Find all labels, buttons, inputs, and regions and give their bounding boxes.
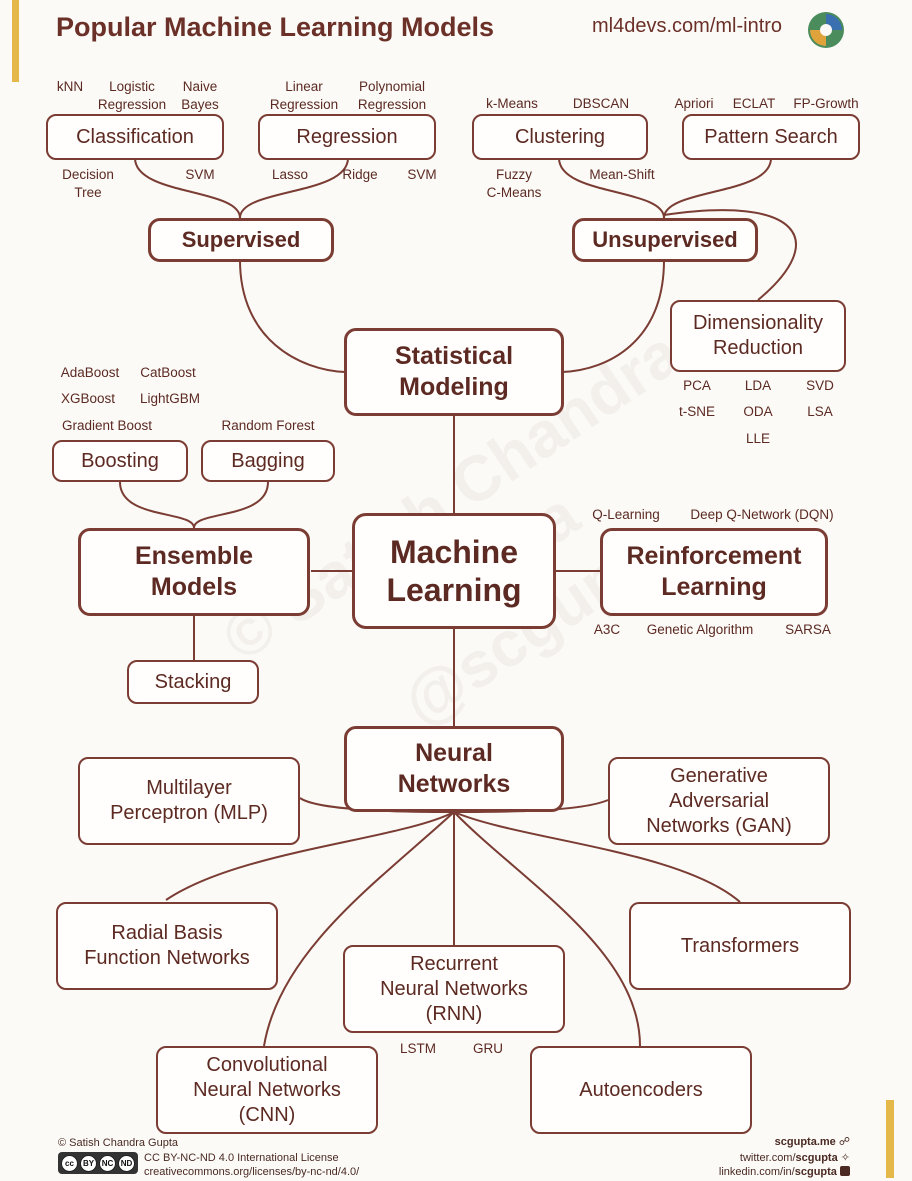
label-fp-growth: FP-Growth	[793, 96, 859, 111]
label-a3c: A3C	[593, 622, 621, 637]
footer-author: © Satish Chandra Gupta	[58, 1137, 179, 1149]
cc-nd-icon: ND	[118, 1154, 135, 1172]
node-gan: Generative Adversarial Networks (GAN)	[608, 757, 830, 845]
label-gradient-boost: Gradient Boost	[61, 418, 153, 433]
label-fuzzy-c-means: Fuzzy C-Means	[486, 167, 542, 200]
linkedin-icon	[840, 1166, 850, 1176]
footer-linkedin-row[interactable]: linkedin.com/in/scgupta	[719, 1164, 850, 1181]
node-neural-networks: Neural Networks	[344, 726, 564, 812]
site-url[interactable]: ml4devs.com/ml-intro	[592, 15, 783, 37]
label-eclat: ECLAT	[732, 96, 776, 111]
label-logistic-regression: Logistic Regression	[97, 79, 167, 112]
twitter-bird-icon: ✧	[840, 1152, 850, 1164]
top-left-accent-bar	[12, 0, 19, 82]
node-supervised: Supervised	[148, 218, 334, 262]
label-k-means: k-Means	[486, 96, 538, 111]
node-machine-learning: Machine Learning	[352, 513, 556, 629]
swirl-logo-icon	[808, 12, 844, 48]
node-classification: Classification	[46, 114, 224, 160]
label-deep-q-network: Deep Q-Network (DQN)	[690, 507, 834, 522]
label-pca: PCA	[683, 378, 711, 393]
footer-twitter-prefix: twitter.com/	[739, 1152, 796, 1164]
label-mean-shift: Mean-Shift	[589, 167, 655, 182]
footer-site: scgupta.me	[774, 1136, 836, 1148]
cc-icon: cc	[61, 1154, 78, 1172]
node-boosting: Boosting	[52, 440, 188, 482]
label-linear-regression: Linear Regression	[269, 79, 339, 112]
node-pattern-search: Pattern Search	[682, 114, 860, 160]
footer-linkedin-handle: scgupta	[794, 1166, 837, 1178]
label-polynomial-regression: Polynomial Regression	[357, 79, 427, 112]
label-catboost: CatBoost	[140, 365, 196, 380]
label-sarsa: SARSA	[785, 622, 831, 637]
node-reinforcement-learning: Reinforcement Learning	[600, 528, 828, 616]
label-lasso: Lasso	[271, 167, 309, 182]
footer-twitter-row[interactable]: twitter.com/scgupta ✧	[740, 1150, 850, 1167]
label-gru: GRU	[473, 1041, 503, 1056]
label-svd: SVD	[806, 378, 834, 393]
label-knn: kNN	[56, 79, 84, 94]
label-ridge: Ridge	[342, 167, 378, 182]
cc-nc-icon: NC	[99, 1154, 116, 1172]
node-statistical-modeling: Statistical Modeling	[344, 328, 564, 416]
label-random-forest: Random Forest	[221, 418, 315, 433]
label-genetic-algorithm: Genetic Algorithm	[646, 622, 754, 637]
node-regression: Regression	[258, 114, 436, 160]
node-ensemble-models: Ensemble Models	[78, 528, 310, 616]
footer-license-url[interactable]: creativecommons.org/licenses/by-nc-nd/4.…	[144, 1166, 360, 1178]
label-lle: LLE	[745, 431, 771, 446]
node-dimensionality-reduction: Dimensionality Reduction	[670, 300, 846, 372]
label-apriori: Apriori	[674, 96, 714, 111]
label-lstm: LSTM	[399, 1041, 437, 1056]
globe-icon: ☍	[838, 1136, 850, 1148]
label-oda: ODA	[743, 404, 773, 419]
label-lightgbm: LightGBM	[139, 391, 201, 406]
node-bagging: Bagging	[201, 440, 335, 482]
bottom-right-accent-bar	[886, 1100, 894, 1178]
label-decision-tree: Decision Tree	[62, 167, 114, 200]
node-unsupervised: Unsupervised	[572, 218, 758, 262]
page-title: Popular Machine Learning Models	[56, 12, 495, 42]
cc-by-icon: BY	[80, 1154, 97, 1172]
footer-linkedin-prefix: linkedin.com/in/	[718, 1166, 795, 1178]
label-t-sne: t-SNE	[678, 404, 716, 419]
label-adaboost: AdaBoost	[60, 365, 120, 380]
label-svm-classification: SVM	[185, 167, 215, 182]
footer-license: CC BY-NC-ND 4.0 International License	[144, 1152, 339, 1164]
footer-twitter-handle: scgupta	[795, 1152, 838, 1164]
footer-site-row[interactable]: scgupta.me ☍	[775, 1134, 850, 1151]
node-cnn: Convolutional Neural Networks (CNN)	[156, 1046, 378, 1134]
node-mlp: Multilayer Perceptron (MLP)	[78, 757, 300, 845]
label-lsa: LSA	[807, 404, 833, 419]
node-autoencoders: Autoencoders	[530, 1046, 752, 1134]
label-xgboost: XGBoost	[60, 391, 116, 406]
label-q-learning: Q-Learning	[592, 507, 660, 522]
node-clustering: Clustering	[472, 114, 648, 160]
node-rbfn: Radial Basis Function Networks	[56, 902, 278, 990]
label-naive-bayes: Naive Bayes	[181, 79, 219, 112]
node-stacking: Stacking	[127, 660, 259, 704]
cc-license-badge[interactable]: cc BY NC ND	[58, 1152, 138, 1174]
label-svm-regression: SVM	[407, 167, 437, 182]
label-lda: LDA	[744, 378, 772, 393]
node-transformers: Transformers	[629, 902, 851, 990]
label-dbscan: DBSCAN	[572, 96, 630, 111]
node-rnn: Recurrent Neural Networks (RNN)	[343, 945, 565, 1033]
